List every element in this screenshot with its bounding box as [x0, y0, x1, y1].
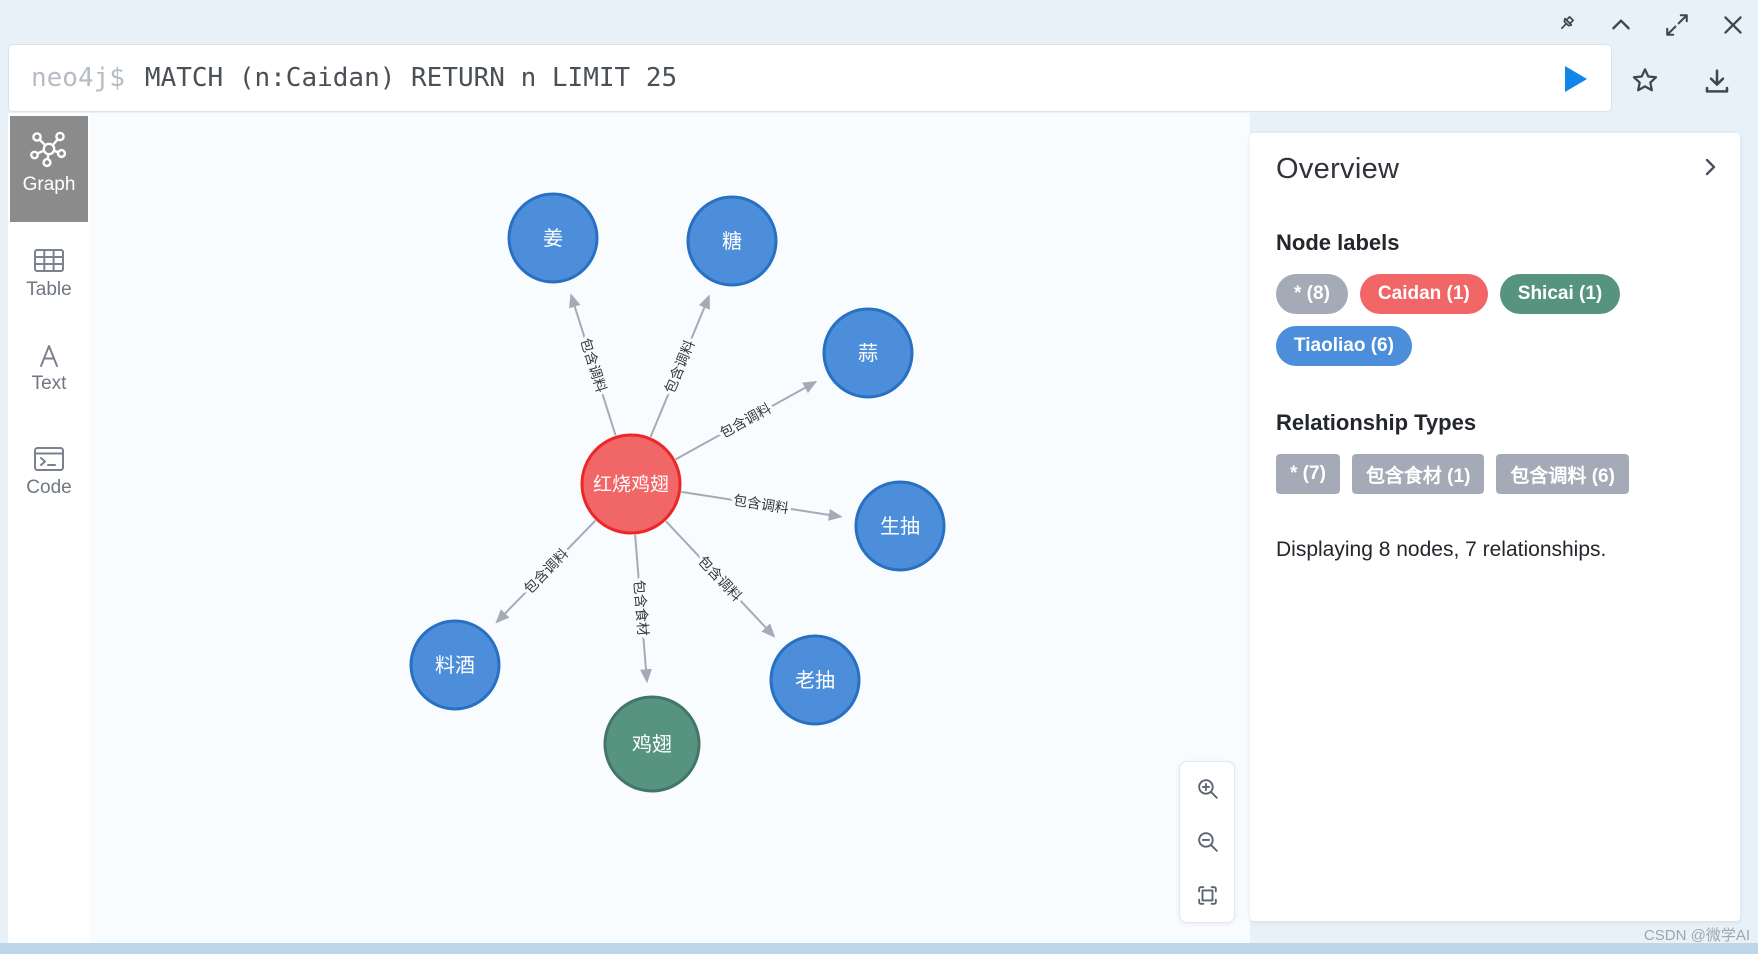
- relationship-type-chips: * (7) 包含食材 (1) 包含调料 (6): [1276, 454, 1714, 494]
- chevron-right-icon[interactable]: [1698, 155, 1722, 179]
- overview-title: Overview: [1276, 153, 1400, 185]
- overview-panel: Overview Node labels * (8) Caidan (1) Shic…: [1250, 133, 1740, 921]
- tab-graph-label: Graph: [22, 174, 76, 195]
- tab-text-label: Text: [31, 373, 67, 394]
- tab-code[interactable]: Code: [10, 445, 88, 499]
- query-prompt: neo4j$: [31, 63, 125, 93]
- code-icon: [34, 447, 64, 471]
- svg-text:红烧鸡翅: 红烧鸡翅: [593, 474, 669, 496]
- graph-node-tang[interactable]: 糖: [686, 195, 778, 287]
- text-icon: [40, 345, 58, 367]
- relationship-type-chip[interactable]: 包含调料 (6): [1496, 454, 1629, 494]
- svg-text:料酒: 料酒: [435, 654, 475, 677]
- node-label-pill[interactable]: * (8): [1276, 274, 1348, 314]
- result-status: Displaying 8 nodes, 7 relationships.: [1276, 538, 1607, 561]
- graph-canvas[interactable]: 包含调料包含调料包含调料包含调料包含调料包含食材包含调料 红烧鸡翅姜糖蒜生抽老抽…: [90, 113, 1250, 943]
- graph-edge[interactable]: [665, 520, 776, 638]
- node-label-pills: * (8) Caidan (1) Shicai (1) Tiaoliao (6): [1276, 274, 1714, 366]
- svg-text:蒜: 蒜: [858, 342, 878, 365]
- relationship-types-heading: Relationship Types: [1276, 410, 1477, 435]
- fit-view-icon[interactable]: [1187, 875, 1227, 915]
- result-view-sidebar: Graph Table Text Code: [8, 113, 90, 943]
- svg-text:姜: 姜: [543, 227, 563, 250]
- tab-text[interactable]: Text: [10, 341, 88, 395]
- graph-edge-label: 包含调料: [577, 336, 609, 394]
- node-labels-heading: Node labels: [1276, 230, 1400, 255]
- graph-edge-label: 包含调料: [521, 545, 572, 596]
- svg-text:生抽: 生抽: [880, 515, 920, 538]
- download-icon[interactable]: [1701, 66, 1733, 98]
- graph-edge-label: 包含调料: [732, 492, 790, 516]
- node-label-pill[interactable]: Shicai (1): [1499, 274, 1621, 314]
- graph-node-jiang[interactable]: 姜: [507, 192, 599, 284]
- zoom-controls: [1179, 761, 1235, 923]
- star-icon[interactable]: [1629, 65, 1661, 97]
- relationship-type-chip[interactable]: * (7): [1276, 454, 1340, 494]
- graph-edge[interactable]: [681, 490, 843, 521]
- graph-node-liaojiu[interactable]: 料酒: [409, 619, 501, 711]
- tab-table-label: Table: [26, 279, 72, 300]
- graph-edge-label: 包含调料: [661, 338, 697, 396]
- graph-node-hongshaojichi[interactable]: 红烧鸡翅: [580, 433, 682, 535]
- query-editor[interactable]: neo4j$ MATCH (n:Caidan) RETURN n LIMIT 2…: [8, 44, 1612, 112]
- bottom-strip: [0, 943, 1758, 954]
- run-query-button[interactable]: [1565, 66, 1587, 92]
- zoom-out-icon[interactable]: [1187, 822, 1227, 862]
- graph-edge[interactable]: [649, 294, 710, 438]
- query-input[interactable]: MATCH (n:Caidan) RETURN n LIMIT 25: [144, 63, 678, 93]
- graph-edge[interactable]: [495, 519, 597, 624]
- table-icon: [34, 249, 64, 272]
- graph-edge-label: 包含食材: [631, 579, 651, 636]
- graph-edge-label: 包含调料: [695, 553, 745, 605]
- zoom-in-icon[interactable]: [1187, 769, 1227, 809]
- node-label-pill[interactable]: Tiaoliao (6): [1276, 326, 1412, 366]
- graph-node-jichi[interactable]: 鸡翅: [603, 695, 701, 793]
- graph-edge[interactable]: [569, 293, 617, 436]
- svg-text:糖: 糖: [722, 230, 742, 253]
- graph-node-laochou[interactable]: 老抽: [769, 634, 861, 726]
- graph-edge[interactable]: [634, 534, 652, 684]
- relationship-type-chip[interactable]: 包含食材 (1): [1351, 454, 1485, 494]
- collapse-icon[interactable]: [1608, 12, 1634, 38]
- graph-edge-label: 包含调料: [717, 400, 774, 441]
- graph-edge[interactable]: [675, 381, 818, 461]
- svg-text:老抽: 老抽: [795, 669, 835, 692]
- node-label-pill[interactable]: Caidan (1): [1359, 274, 1488, 314]
- tab-code-label: Code: [26, 477, 72, 498]
- fullscreen-icon[interactable]: [1664, 12, 1690, 38]
- pin-icon[interactable]: [1552, 12, 1578, 38]
- close-icon[interactable]: [1720, 12, 1746, 38]
- svg-text:鸡翅: 鸡翅: [632, 733, 672, 756]
- graph-node-suan[interactable]: 蒜: [822, 307, 914, 399]
- tab-table[interactable]: Table: [10, 247, 88, 301]
- tab-graph[interactable]: Graph: [10, 116, 88, 222]
- watermark: CSDN @微学AI: [1643, 927, 1750, 944]
- graph-icon: [30, 131, 67, 168]
- graph-node-shengchou[interactable]: 生抽: [854, 480, 946, 572]
